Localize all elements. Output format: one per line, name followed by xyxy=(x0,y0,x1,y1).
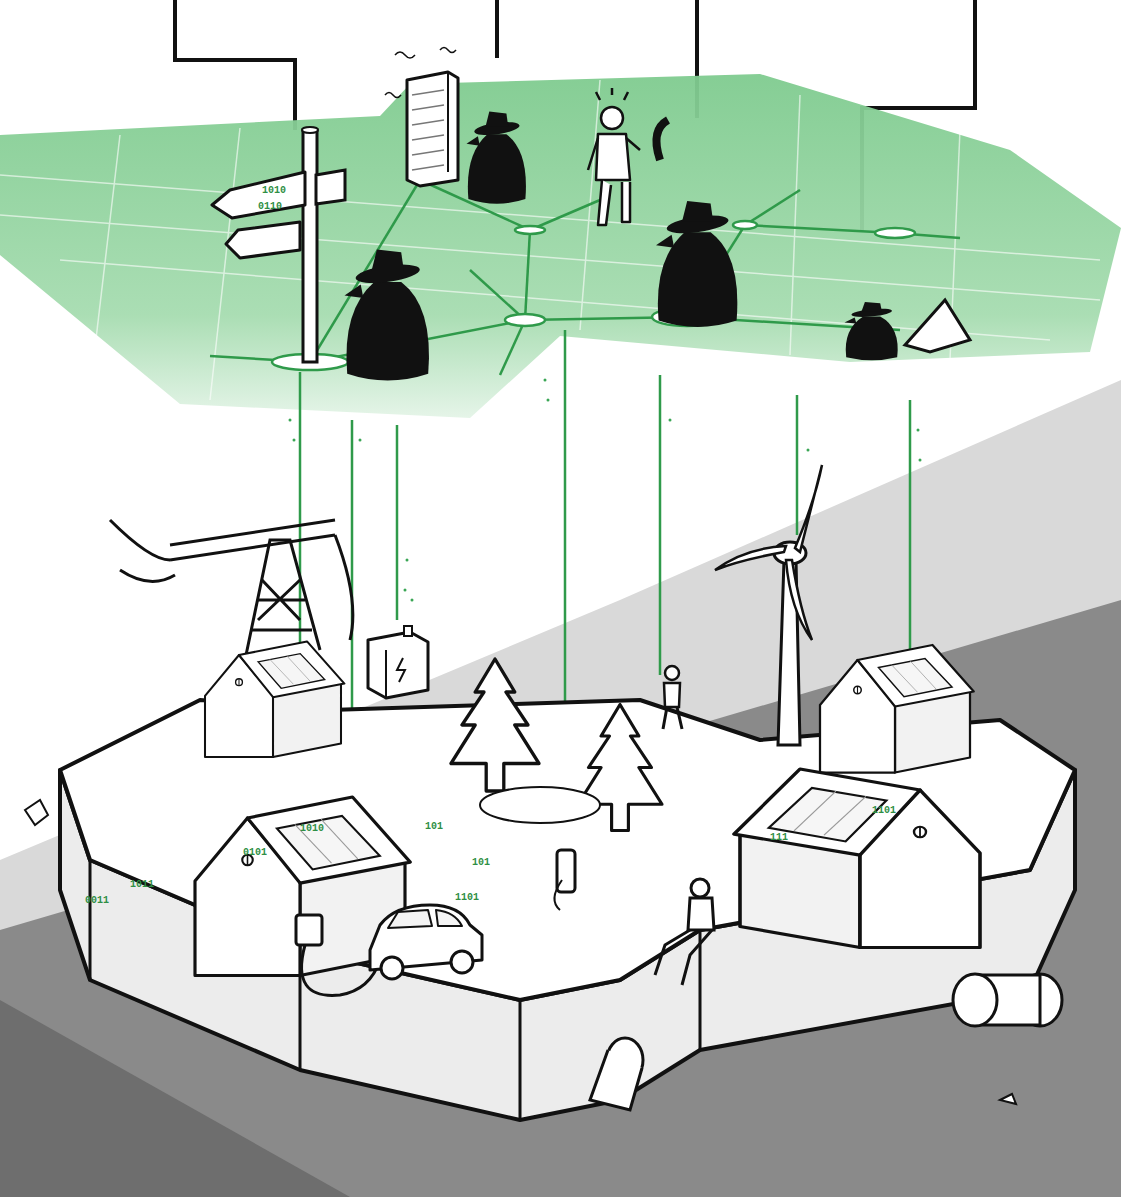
binary-digits: 101 xyxy=(425,822,443,832)
floor-dark xyxy=(0,600,1121,1197)
sitting-person xyxy=(655,879,714,985)
robot xyxy=(588,88,640,225)
battery-box xyxy=(368,626,428,698)
binary-digits: 0101 xyxy=(243,848,267,858)
charging-station xyxy=(296,850,575,995)
electric-car xyxy=(370,905,482,979)
server-cabinet xyxy=(385,48,458,187)
floor-light xyxy=(0,380,1121,1197)
binary-digits: 101 xyxy=(472,858,490,868)
binary-digits: 1101 xyxy=(455,893,479,903)
cyber-platform xyxy=(0,74,1121,418)
binary-digits: 111 xyxy=(770,833,788,843)
binary-digits: 0110 xyxy=(258,202,282,212)
binary-digits: 1010 xyxy=(262,186,286,196)
binary-digits: 0011 xyxy=(85,896,109,906)
binary-digits: 1010 xyxy=(300,824,324,834)
data-dots xyxy=(289,379,922,602)
laptop xyxy=(905,300,970,352)
binary-digits: 1011 xyxy=(130,880,154,890)
pylon xyxy=(110,520,353,660)
cable-plugs xyxy=(590,974,1062,1110)
binary-digits: 1101 xyxy=(872,806,896,816)
wind-turbine xyxy=(715,465,822,745)
signpost xyxy=(212,127,345,362)
network-lines xyxy=(210,180,960,375)
